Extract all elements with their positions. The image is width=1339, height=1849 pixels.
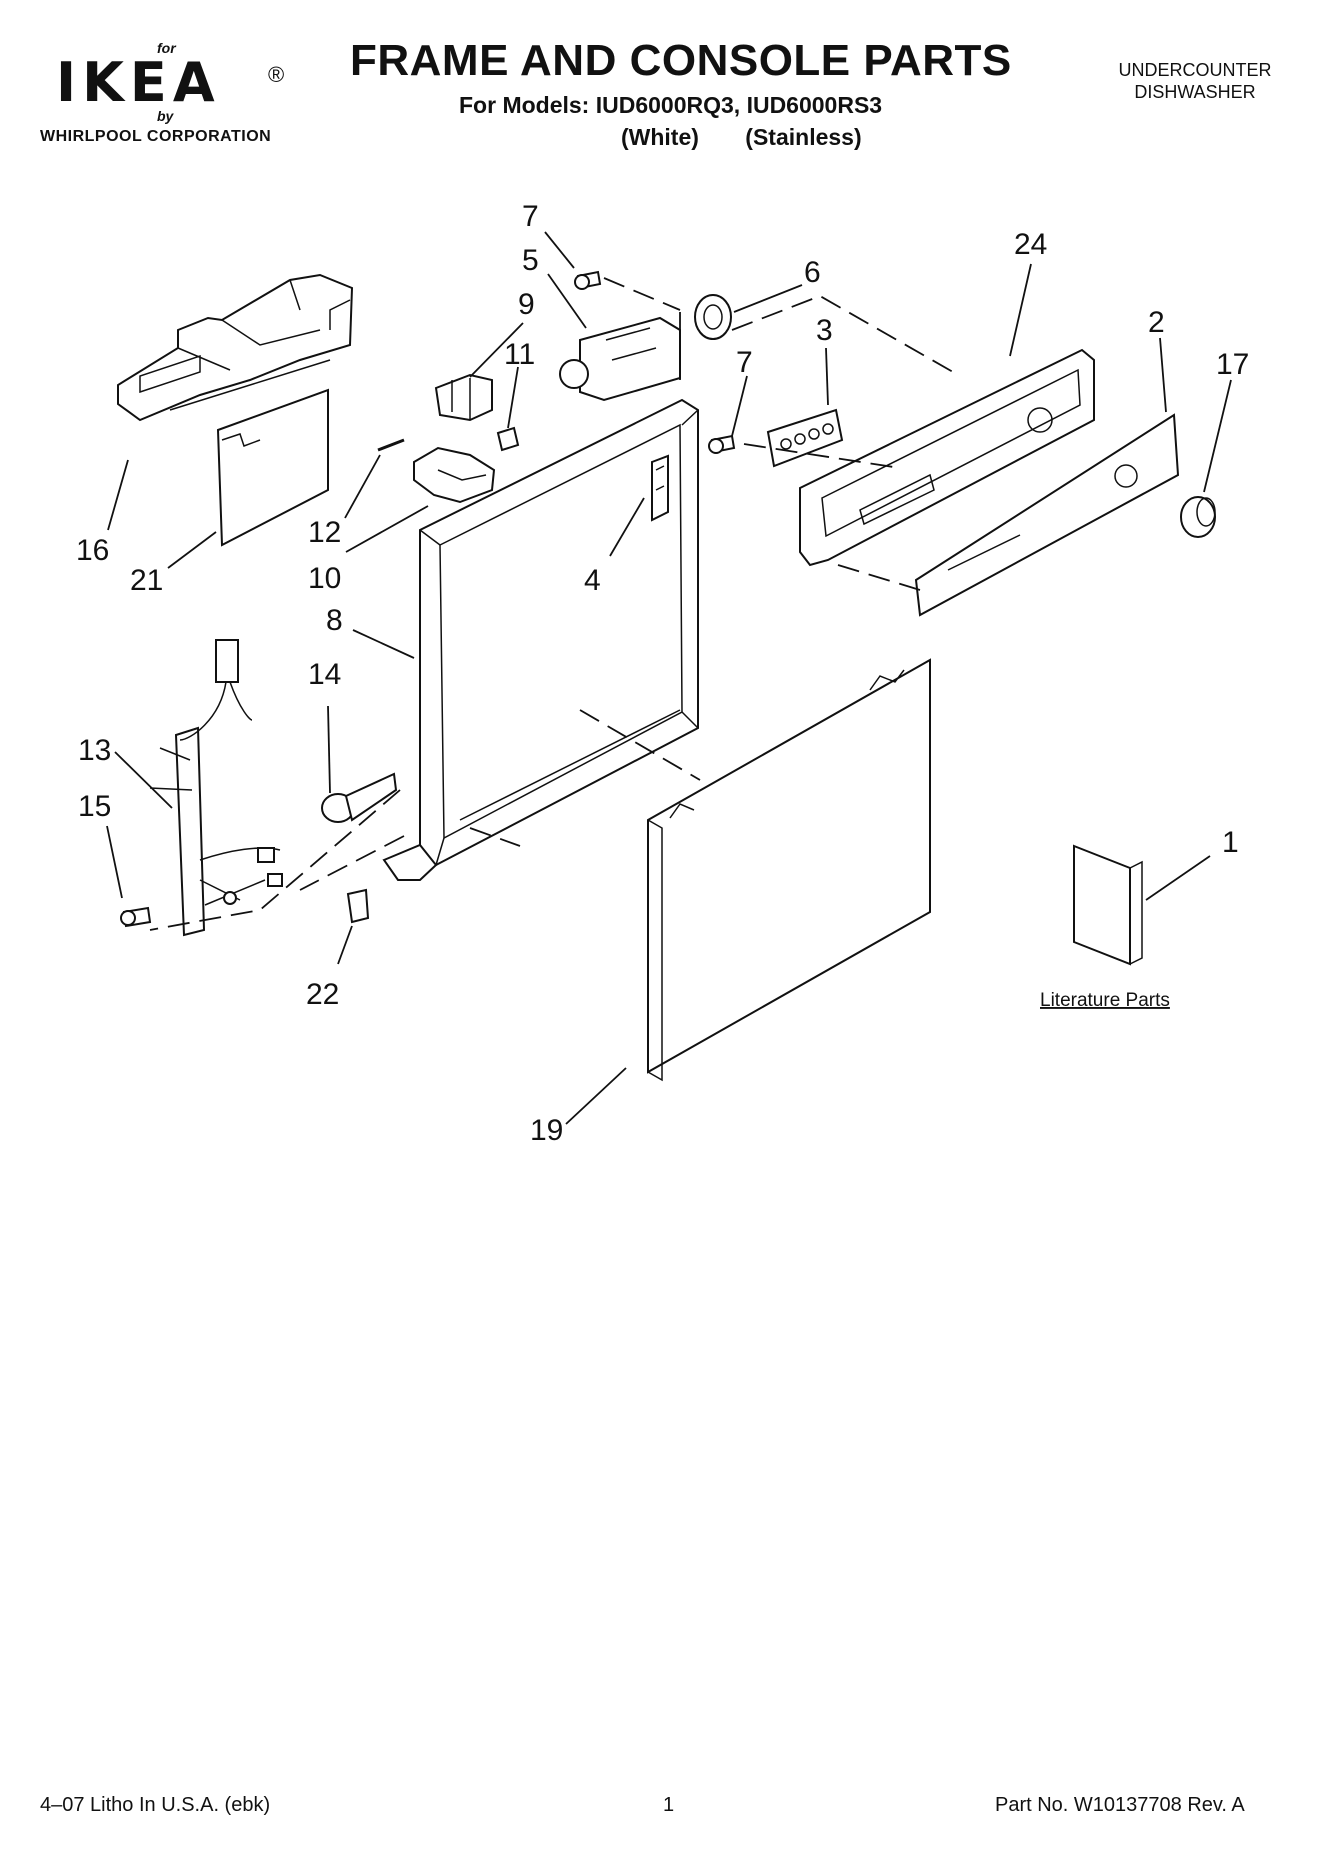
part-12-rod <box>377 438 405 452</box>
callout-7-top: 7 <box>522 200 539 233</box>
part-13-harness <box>149 639 283 937</box>
category-line-1: UNDERCOUNTER <box>1118 60 1272 80</box>
callout-leaders <box>106 231 1232 1125</box>
callout-2: 2 <box>1148 306 1165 339</box>
callout-22: 22 <box>306 978 339 1011</box>
part-1-literature <box>1073 844 1143 966</box>
part-17-knob <box>1180 496 1216 538</box>
part-19-door-panel <box>647 658 931 1082</box>
callout-9: 9 <box>518 288 535 321</box>
part-14-sensor <box>321 772 398 823</box>
logo-by-text: by <box>157 108 174 124</box>
category-line-2: DISHWASHER <box>1134 81 1256 102</box>
footer-part-number: Part No. W10137708 Rev. A <box>995 1794 1245 1816</box>
callout-5: 5 <box>522 244 539 277</box>
part-15-screw <box>120 906 152 928</box>
callout-15: 15 <box>78 790 111 823</box>
callout-16: 16 <box>76 534 109 567</box>
callout-19: 19 <box>530 1114 563 1147</box>
part-11-connector <box>496 426 520 452</box>
callout-labels: 7 5 9 11 6 3 24 2 17 7 12 16 21 10 4 8 1… <box>76 200 1249 1147</box>
callout-11: 11 <box>504 338 535 371</box>
part-22-clip <box>346 888 370 924</box>
literature-parts-label: Literature Parts <box>1040 990 1170 1011</box>
callout-13: 13 <box>78 734 111 767</box>
part-4-hinge <box>651 454 669 522</box>
callout-14: 14 <box>308 658 341 691</box>
footer-litho: 4–07 Litho In U.S.A. (ebk) <box>40 1794 271 1816</box>
model-variants: (White) (Stainless) <box>621 124 862 150</box>
callout-8: 8 <box>326 604 343 637</box>
part-24-console <box>799 348 1095 567</box>
product-category: UNDERCOUNTER DISHWASHER <box>1100 60 1290 103</box>
callout-6: 6 <box>804 256 821 289</box>
assembly-lines <box>149 277 961 931</box>
callout-3: 3 <box>816 314 833 347</box>
callout-17: 17 <box>1216 348 1249 381</box>
part-10-cradle <box>413 446 496 504</box>
part-6-knob <box>694 294 732 340</box>
ikea-logo: IKEA <box>56 51 221 114</box>
part-7-screw-mid <box>708 434 736 454</box>
logo-for-text: for <box>157 40 176 56</box>
callout-24: 24 <box>1014 228 1047 261</box>
part-8-frame <box>382 398 699 881</box>
part-21-pad <box>216 388 329 547</box>
part-16-housing <box>117 273 354 422</box>
callout-1: 1 <box>1222 826 1239 859</box>
part-7-screw-top <box>574 270 602 290</box>
part-5-latch <box>559 316 681 402</box>
part-2-panel <box>914 413 1180 617</box>
corporation-name: WHIRLPOOL CORPORATION <box>40 128 272 145</box>
callout-21: 21 <box>130 564 163 597</box>
model-numbers: For Models: IUD6000RQ3, IUD6000RS3 <box>459 92 883 118</box>
part-3-switch-board <box>766 408 844 468</box>
part-9-bracket <box>434 373 493 422</box>
page-title: FRAME AND CONSOLE PARTS <box>350 36 1012 85</box>
callout-7-mid: 7 <box>736 346 753 379</box>
callout-10: 10 <box>308 562 341 595</box>
callout-4: 4 <box>584 564 601 597</box>
footer-page-number: 1 <box>663 1794 675 1816</box>
registered-mark: ® <box>268 62 285 87</box>
callout-12: 12 <box>308 516 341 549</box>
